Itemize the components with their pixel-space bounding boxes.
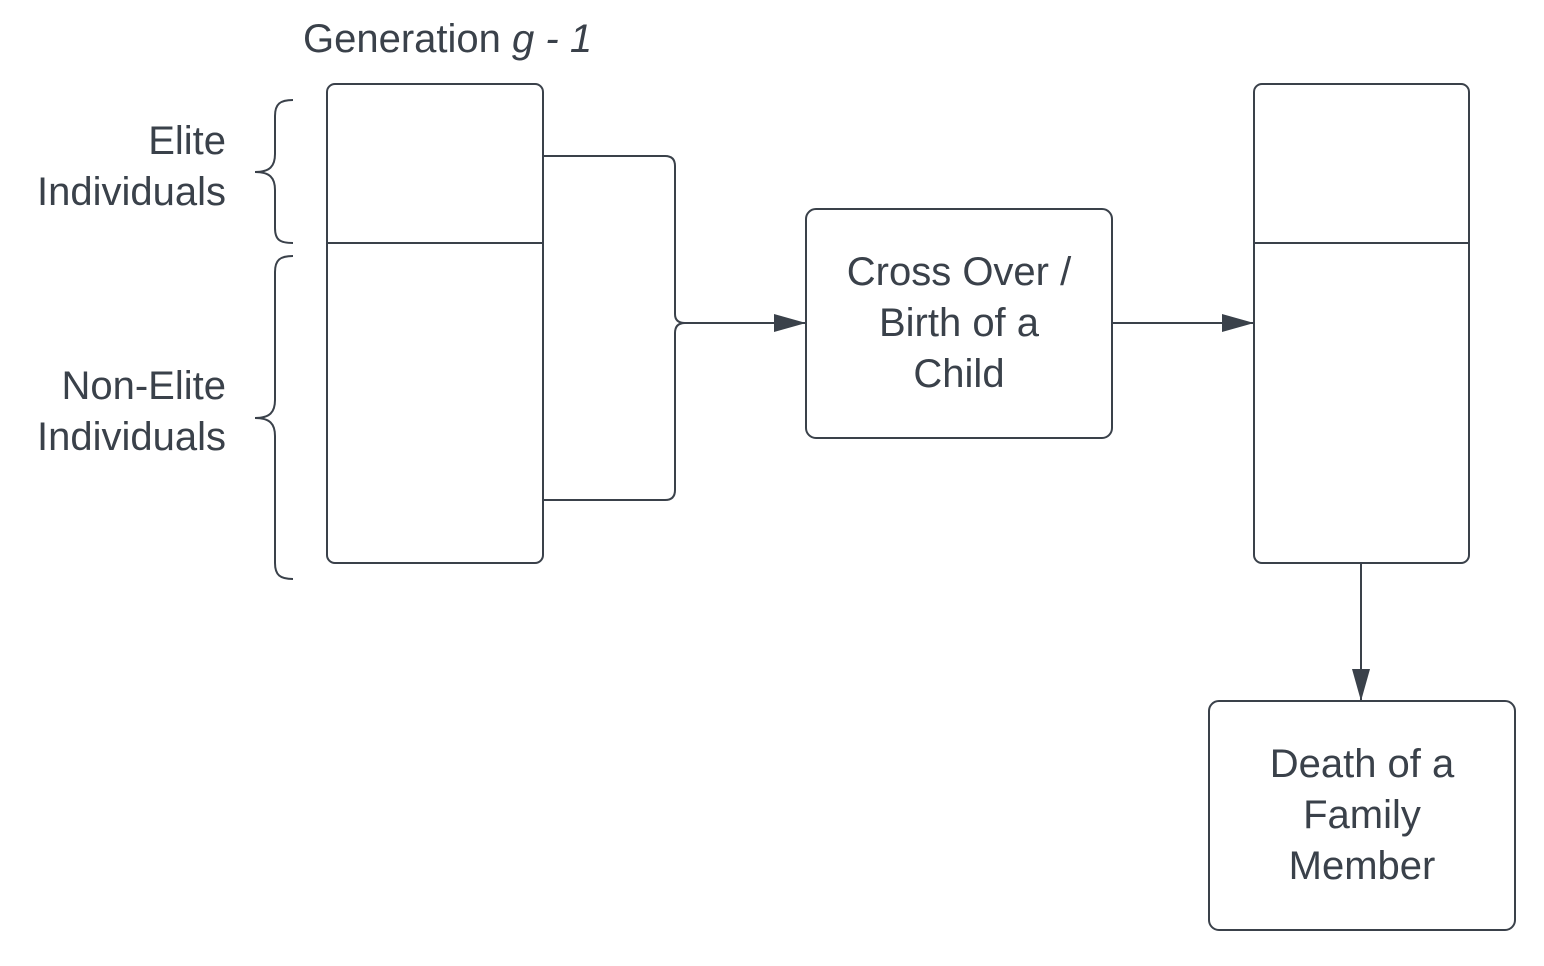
crossover-label: Cross Over / Birth of a Child [806,209,1112,438]
death-box [1208,700,1516,931]
elite-label-line: Elite [148,119,226,163]
death-label-line: Member [1288,844,1436,888]
crossover-label-line: Child [913,352,1005,396]
generation-prev-column [326,83,544,564]
generation-title-prefix: Generation [303,17,513,61]
non-elite-label-line: Individuals [36,415,226,459]
generation-title: Generation g - 1 [303,14,592,65]
death-label-line: Family [1303,793,1421,837]
elite-label: Elite Individuals [20,116,226,218]
death-label-line: Death of a [1269,742,1455,786]
generation-next-column [1253,83,1470,564]
generation-title-variable: g - 1 [512,17,593,61]
non-elite-connector [543,322,686,501]
elite-connector [543,155,686,324]
non-elite-label: Non-Elite Individuals [20,361,226,463]
elite-brace [254,99,294,244]
elite-label-line: Individuals [36,170,226,214]
non-elite-brace [254,255,294,580]
crossover-label-line: Birth of a [878,301,1040,345]
crossover-label-line: Cross Over / [846,250,1072,294]
death-label: Death of a Family Member [1209,701,1515,930]
non-elite-label-line: Non-Elite [61,364,226,408]
